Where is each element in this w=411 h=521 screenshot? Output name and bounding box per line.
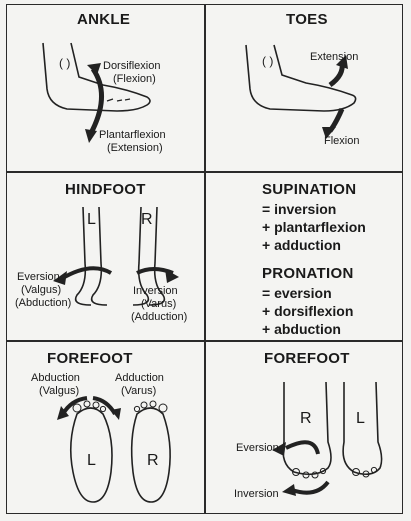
abduction-label: Abduction <box>31 372 80 384</box>
pronation-line-1: = eversion <box>262 285 332 301</box>
ankle-title: ANKLE <box>77 11 131 28</box>
toes-foot-drawing <box>245 44 357 139</box>
forefoot-right-panel: FOREFOOT R L Eversion Inversion <box>206 342 404 515</box>
abduction-alt-label: (Valgus) <box>39 385 80 397</box>
supination-pronation-panel: SUPINATION = inversion + plantarflexion … <box>206 173 404 340</box>
forefoot-right-mark-l: L <box>356 410 365 427</box>
supination-line-1: = inversion <box>262 201 337 217</box>
adduction-alt-label: (Varus) <box>121 385 157 397</box>
supination-line-2: + plantarflexion <box>262 219 366 235</box>
eversion-alt1-label: (Valgus) <box>21 284 62 296</box>
eversion-alt2-label: (Abduction) <box>15 297 72 309</box>
forefoot-left-mark-l: L <box>87 452 96 469</box>
inversion-label: Inversion <box>133 285 178 297</box>
ankle-paren-mark: ( ) <box>59 56 71 70</box>
forefoot-eversion-label: Eversion <box>236 442 279 454</box>
hindfoot-right-mark: R <box>141 211 153 228</box>
forefoot-left-drawing <box>57 396 171 503</box>
extension-label: Extension <box>310 51 359 63</box>
pronation-title: PRONATION <box>262 265 354 282</box>
inversion-alt2-label: (Adduction) <box>131 311 188 323</box>
hindfoot-legs-drawing <box>53 206 179 306</box>
forefoot-inversion-label: Inversion <box>234 488 279 500</box>
dorsiflexion-label: Dorsiflexion <box>103 60 161 72</box>
pronation-line-3: + abduction <box>262 321 341 337</box>
hindfoot-left-mark: L <box>87 211 96 228</box>
hindfoot-title: HINDFOOT <box>65 181 146 198</box>
inversion-alt1-label: (Varus) <box>141 298 177 310</box>
toes-paren-mark: ( ) <box>262 54 274 68</box>
forefoot-left-title: FOREFOOT <box>47 350 133 367</box>
adduction-label: Adduction <box>115 372 164 384</box>
hindfoot-panel: HINDFOOT L R Eversion (Valgus) (Abductio… <box>7 173 204 340</box>
forefoot-left-panel: FOREFOOT Abduction (Valgus) Adduction (V… <box>7 342 204 515</box>
vertical-divider <box>204 5 206 513</box>
supination-title: SUPINATION <box>262 181 357 198</box>
eversion-label: Eversion <box>17 271 60 283</box>
flexion-label: Flexion <box>324 135 360 147</box>
forefoot-right-title: FOREFOOT <box>264 350 350 367</box>
ankle-panel: ANKLE ( ) Dorsiflexion (Flexion) Plantar… <box>7 5 204 171</box>
forefoot-right-drawing <box>272 381 383 496</box>
toes-panel: TOES ( ) Extension Flexion <box>206 5 404 171</box>
diagram-frame: ANKLE ( ) Dorsiflexion (Flexion) Plantar… <box>6 4 403 514</box>
row-divider-1 <box>7 171 402 173</box>
ankle-foot-drawing <box>42 42 151 143</box>
pronation-line-2: + dorsiflexion <box>262 303 354 319</box>
dorsiflexion-alt-label: (Flexion) <box>113 73 156 85</box>
forefoot-right-mark-r: R <box>300 410 312 427</box>
supination-line-3: + adduction <box>262 237 341 253</box>
forefoot-left-mark-r: R <box>147 452 159 469</box>
toes-title: TOES <box>286 11 328 28</box>
plantarflexion-label: Plantarflexion <box>99 129 166 141</box>
row-divider-2 <box>7 340 402 342</box>
plantarflexion-alt-label: (Extension) <box>107 142 163 154</box>
